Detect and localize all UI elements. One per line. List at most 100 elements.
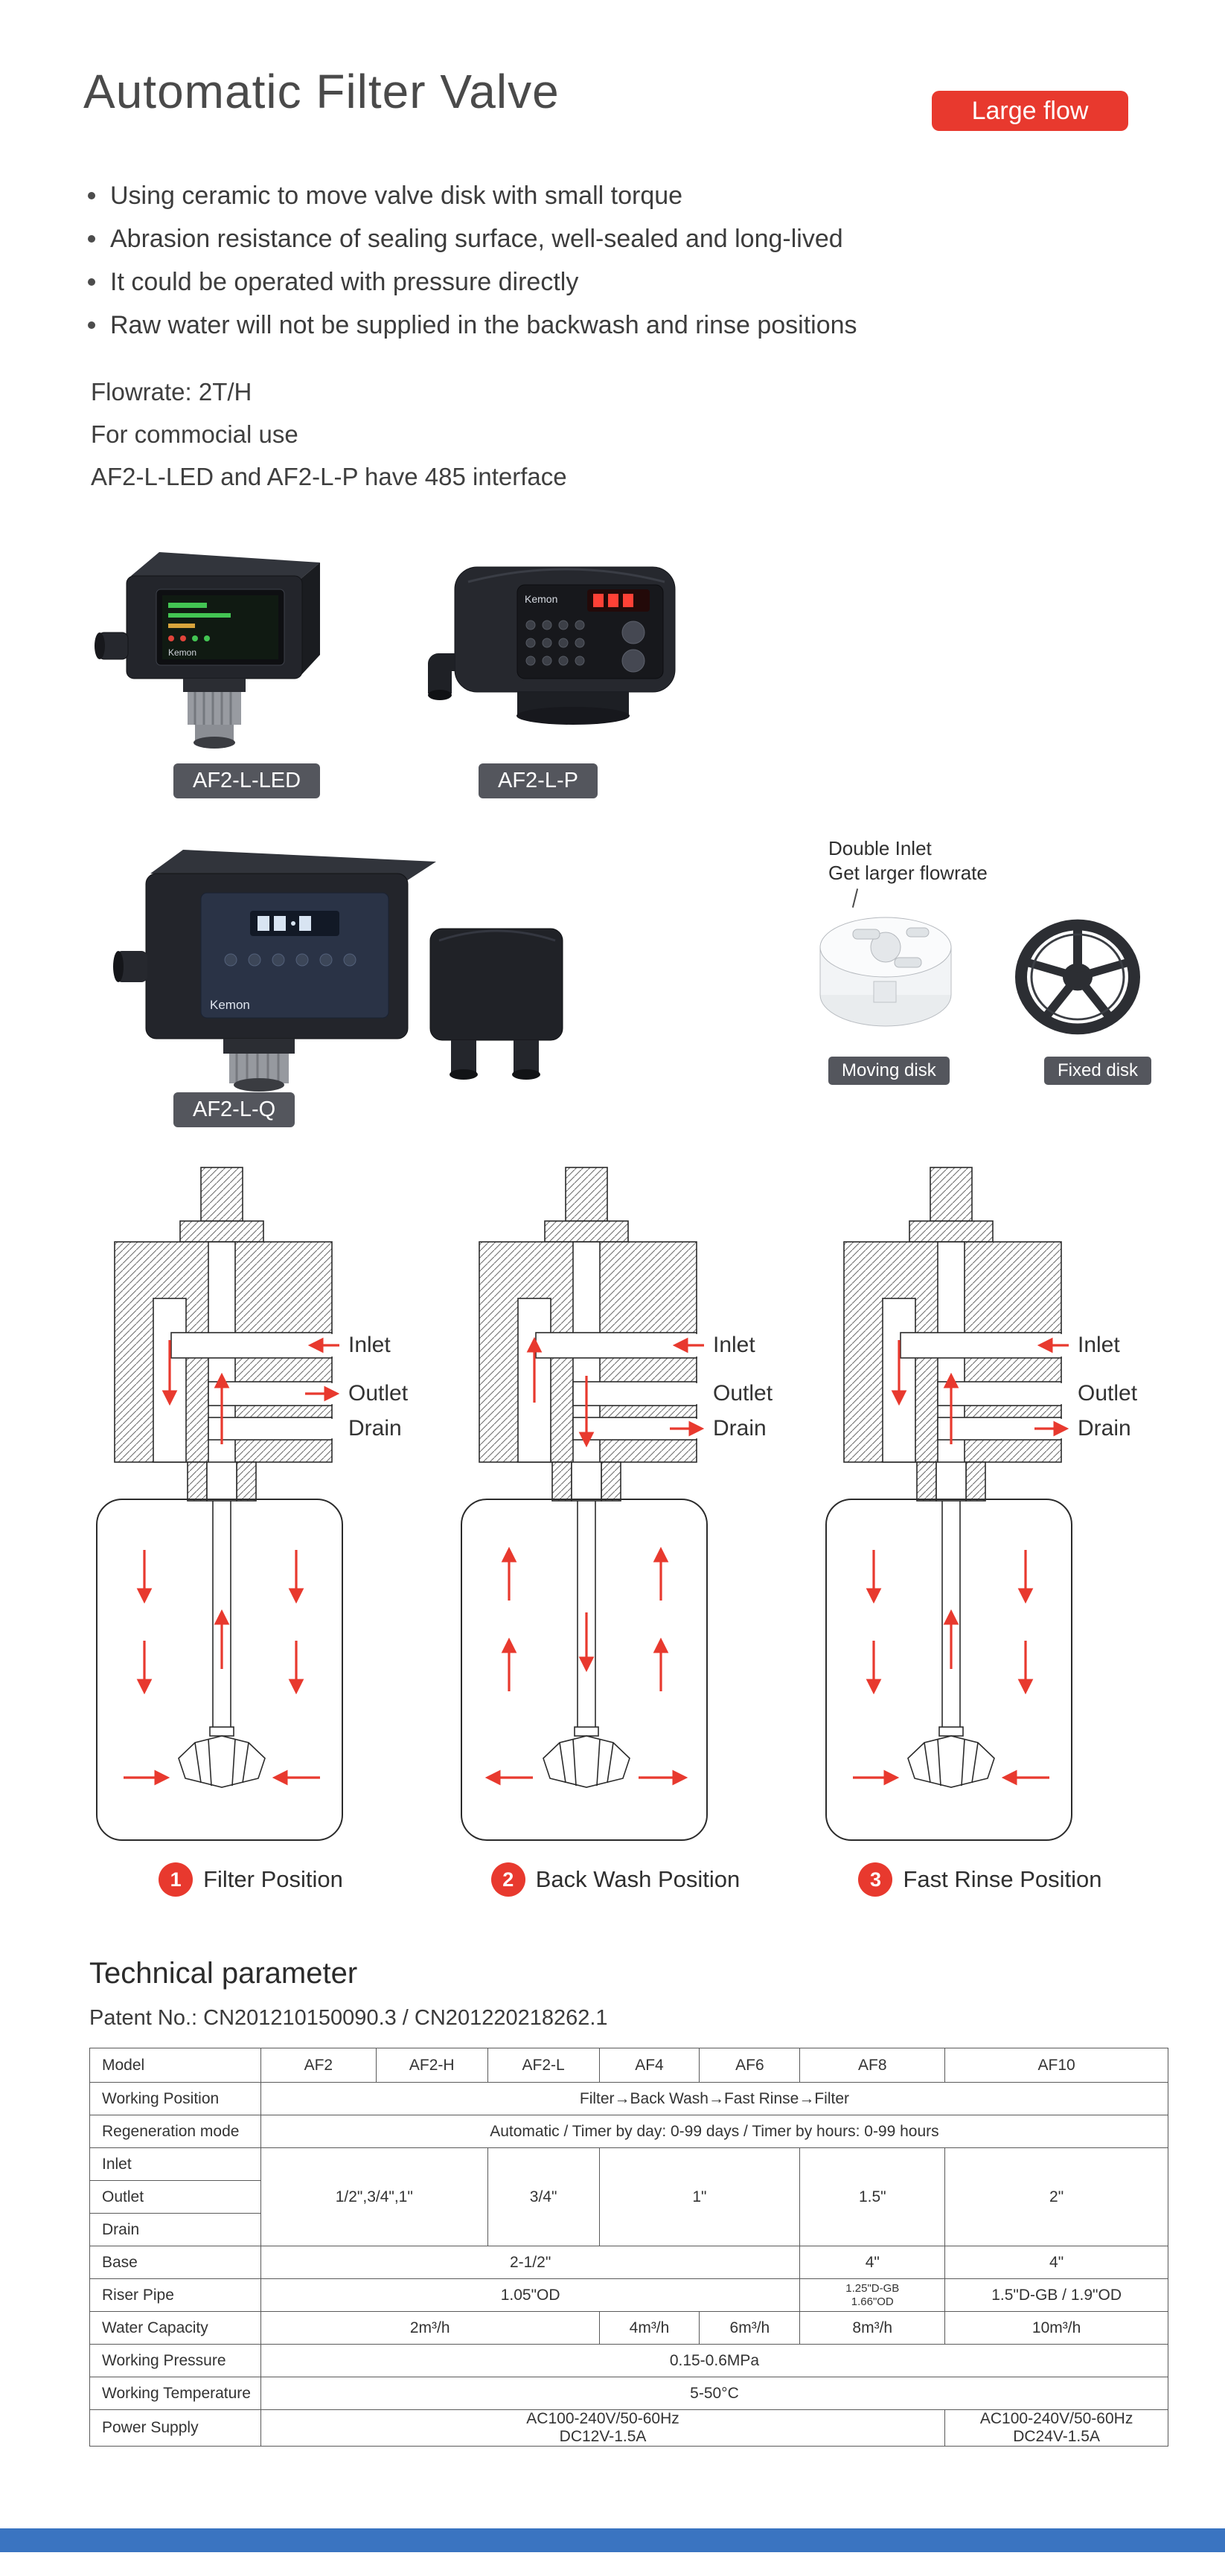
position-caption: 2 Back Wash Position — [441, 1862, 790, 1897]
col-header: AF4 — [598, 2048, 700, 2083]
feature-text: Using ceramic to move valve disk with sm… — [110, 181, 683, 210]
power-line-1: AC100-240V/50-60Hz — [526, 2410, 679, 2427]
drain-label: Drain — [1078, 1416, 1131, 1441]
fast-rinse-position-drawing — [825, 1167, 1072, 1841]
table-row-water-capacity: Water Capacity 2m³/h 4m³/h 6m³/h 8m³/h 1… — [89, 2311, 1168, 2345]
riser-cell: 1.5"D-GB / 1.9"OD — [944, 2278, 1168, 2312]
row-label: Power Supply — [89, 2409, 261, 2447]
port-size-cell: 1" — [598, 2147, 801, 2246]
row-label: Outlet — [89, 2180, 261, 2214]
row-label: Working Pressure — [89, 2344, 261, 2377]
drain-label: Drain — [713, 1416, 767, 1441]
bullet-dot-icon — [88, 321, 95, 329]
footer-bar — [0, 2528, 1225, 2552]
patent-number: Patent No.: CN201210150090.3 / CN2012202… — [89, 2006, 608, 2030]
row-label: Regeneration mode — [89, 2115, 261, 2148]
port-size-cell: 3/4" — [487, 2147, 600, 2246]
table-row-drain: Drain — [89, 2213, 1168, 2246]
feature-text: It could be operated with pressure direc… — [110, 267, 579, 296]
base-cell: 4" — [944, 2246, 1168, 2279]
valve-photo-af2-l-p: Kemon — [428, 566, 676, 725]
row-value: Automatic / Timer by day: 0-99 days / Ti… — [260, 2115, 1169, 2148]
double-inlet-note: Double Inlet Get larger flowrate — [828, 836, 988, 885]
col-header: AF2-L — [487, 2048, 600, 2083]
table-row-outlet: Outlet — [89, 2180, 1168, 2214]
product-info: Flowrate: 2T/H For commocial use AF2-L-L… — [91, 371, 567, 498]
table-row-regeneration-mode: Regeneration mode Automatic / Timer by d… — [89, 2115, 1169, 2148]
spec-table: Model AF2 AF2-H AF2-L AF4 AF6 AF8 AF10 W… — [89, 2048, 1169, 2447]
capacity-cell: 2m³/h — [260, 2311, 600, 2345]
port-size-cell: 1.5" — [799, 2147, 946, 2246]
row-label: Riser Pipe — [89, 2278, 261, 2312]
row-label: Working Temperature — [89, 2377, 261, 2410]
row-value: 0.15-0.6MPa — [260, 2344, 1169, 2377]
interface-line: AF2-L-LED and AF2-L-P have 485 interface — [91, 463, 567, 490]
col-header: AF6 — [699, 2048, 801, 2083]
outlet-label: Outlet — [348, 1381, 409, 1406]
power-line-1: AC100-240V/50-60Hz — [979, 2410, 1133, 2427]
feature-item: Abrasion resistance of sealing surface, … — [88, 217, 857, 260]
position-name: Filter Position — [203, 1866, 343, 1892]
note-line-1: Double Inlet — [828, 837, 932, 859]
position-number-badge: 2 — [490, 1862, 525, 1897]
table-row-header: Model AF2 AF2-H AF2-L AF4 AF6 AF8 AF10 — [89, 2048, 1168, 2083]
feature-text: Raw water will not be supplied in the ba… — [110, 310, 857, 339]
power-line-2: DC24V-1.5A — [1013, 2428, 1100, 2445]
brand-label: Kemon — [168, 647, 196, 658]
diagram-filter-position: Inlet Outlet Drain 1 Filter Position — [76, 1163, 426, 1915]
valve-photo-af2-l-q: Kemon — [113, 850, 563, 1092]
power-line-2: DC12V-1.5A — [559, 2428, 647, 2445]
row-label: Water Capacity — [89, 2311, 261, 2345]
riser-line-1: 1.25"D-GB — [845, 2281, 900, 2295]
bullet-dot-icon — [88, 192, 95, 199]
brand-label: Kemon — [210, 998, 250, 1012]
large-flow-badge: Large flow — [932, 91, 1128, 131]
row-value: Filter→Back Wash→Fast Rinse→Filter — [260, 2082, 1169, 2115]
position-name: Fast Rinse Position — [903, 1866, 1102, 1892]
col-header: AF8 — [799, 2048, 946, 2083]
riser-cell: 1.05"OD — [260, 2278, 801, 2312]
usage-line: For commocial use — [91, 420, 298, 448]
col-header: AF2-H — [375, 2048, 488, 2083]
capacity-cell: 4m³/h — [598, 2311, 700, 2345]
col-header-model: Model — [89, 2048, 261, 2083]
row-value: 5-50°C — [260, 2377, 1169, 2410]
col-header: AF2 — [260, 2048, 377, 2083]
back-wash-position-drawing — [461, 1167, 708, 1841]
base-cell: 2-1/2" — [260, 2246, 801, 2279]
position-name: Back Wash Position — [535, 1866, 741, 1892]
technical-parameter-heading: Technical parameter — [89, 1957, 358, 1990]
filter-position-drawing — [96, 1167, 343, 1841]
page-title: Automatic Filter Valve — [83, 65, 560, 118]
feature-item: Raw water will not be supplied in the ba… — [88, 304, 857, 347]
brand-label: Kemon — [525, 593, 557, 605]
port-size-cell: 1/2",3/4",1" — [260, 2147, 488, 2246]
bullet-dot-icon — [88, 278, 95, 286]
row-label: Inlet — [89, 2147, 261, 2181]
riser-line-2: 1.66"OD — [851, 2295, 894, 2308]
moving-disk-image — [819, 917, 952, 1027]
bullet-dot-icon — [88, 235, 95, 243]
outlet-label: Outlet — [1078, 1381, 1138, 1406]
position-caption: 3 Fast Rinse Position — [805, 1862, 1155, 1897]
table-row-working-pressure: Working Pressure 0.15-0.6MPa — [89, 2344, 1169, 2377]
port-size-cell: 2" — [944, 2147, 1168, 2246]
flowrate-line: Flowrate: 2T/H — [91, 378, 252, 406]
position-caption: 1 Filter Position — [76, 1862, 426, 1897]
moving-disk-label: Moving disk — [828, 1057, 950, 1085]
col-header: AF10 — [944, 2048, 1168, 2083]
inlet-label: Inlet — [1078, 1333, 1120, 1357]
capacity-cell: 10m³/h — [944, 2311, 1168, 2345]
outlet-label: Outlet — [713, 1381, 773, 1406]
feature-item: Using ceramic to move valve disk with sm… — [88, 174, 857, 217]
table-row-inlet: Inlet 1/2",3/4",1" 3/4" 1" 1.5" 2" — [89, 2147, 1168, 2246]
product-label-af2-l-p: AF2-L-P — [479, 763, 598, 798]
position-number-badge: 3 — [858, 1862, 893, 1897]
fixed-disk-label: Fixed disk — [1044, 1057, 1152, 1085]
drain-label: Drain — [348, 1416, 402, 1441]
